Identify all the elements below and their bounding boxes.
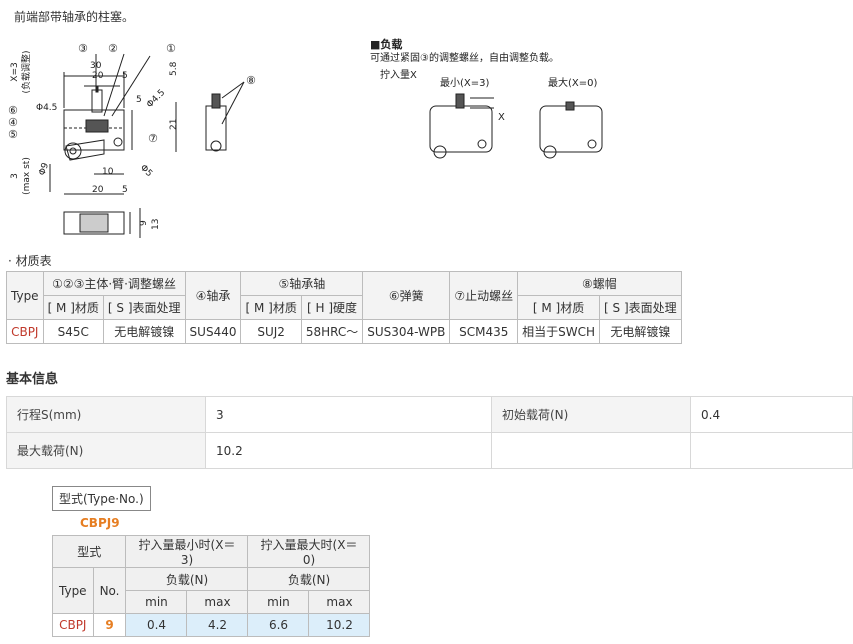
plunger-front-view — [49, 53, 245, 238]
spec-table: 型式 拧入量最小时(X＝3) 拧入量最大时(X＝0) Type No. 负载(N… — [51, 535, 371, 637]
table-row: 行程S(mm) 3 初始载荷(N) 0.4 — [6, 396, 853, 433]
min-screw-header: 拧入量最小时(X＝3) — [125, 535, 249, 568]
shaft-m-material-header: [ M ]材质 — [240, 295, 302, 320]
load-min-2: 6.6 — [247, 613, 310, 637]
max-header-2: max — [308, 590, 371, 614]
stop-screw-value: SCM435 — [449, 319, 519, 344]
side-label-bottom: 3 — [10, 173, 20, 179]
type-header: Type — [6, 271, 44, 320]
dim-20-bottom: 20 — [92, 185, 104, 195]
max-screw-header: 拧入量最大时(X＝0) — [247, 535, 371, 568]
body-surface: 无电解镀镍 — [102, 319, 186, 344]
min-label: 最小(X=3) — [440, 77, 489, 89]
cap-header: ⑧螺帽 — [517, 271, 682, 296]
callout-4: ④ — [8, 116, 18, 129]
dim-21: 21 — [169, 119, 179, 130]
load-description: 可通过紧固③的调整螺丝，自由调整负载。 — [370, 51, 559, 64]
empty-cell — [690, 432, 853, 469]
dim-20: 20 — [92, 71, 104, 81]
load-max-2: 10.2 — [308, 613, 371, 637]
basic-info-table: 行程S(mm) 3 初始载荷(N) 0.4 最大载荷(N) 10.2 — [6, 396, 853, 469]
load-diagram — [429, 93, 603, 159]
min-header-2: min — [247, 590, 310, 614]
spring-header: ⑥弹簧 — [362, 271, 451, 320]
type-header: Type — [52, 567, 94, 614]
model-header: 型式 — [51, 535, 127, 568]
dim-10: 10 — [102, 167, 114, 177]
load-max-1: 4.2 — [186, 613, 249, 637]
callout-3: ③ — [78, 42, 88, 55]
callout-5: ⑤ — [8, 128, 18, 141]
bearing-value: SUS440 — [184, 319, 242, 344]
body-header: ①②③主体·臂·调整螺丝 — [42, 271, 186, 296]
side-label-bottom-sub: (max st) — [22, 157, 32, 195]
no-header: No. — [92, 567, 127, 614]
spring-value: SUS304-WPB — [362, 319, 451, 344]
shaft-material: SUJ2 — [240, 319, 302, 344]
table-row: CBPJ 9 0.4 4.2 6.6 10.2 — [52, 613, 371, 637]
table-row: 最大载荷(N) 10.2 — [6, 432, 853, 469]
callout-1: ① — [166, 42, 176, 55]
type-no-label: 型式(Type·No.) — [52, 486, 151, 511]
material-title: · 材质表 — [8, 254, 52, 268]
side-label-top: X=3 — [10, 62, 20, 81]
dim-phi4-5-left: Φ4.5 — [36, 103, 57, 113]
dim-5-top: 5 — [122, 71, 128, 81]
table-row: CBPJ S45C 无电解镀镍 SUS440 SUJ2 58HRC～ SUS30… — [6, 319, 682, 344]
load-min-1: 0.4 — [125, 613, 188, 637]
basic-info-title: 基本信息 — [6, 372, 59, 387]
x-mark: X — [498, 112, 505, 123]
body-material: S45C — [42, 319, 104, 344]
cap-s-surface-header: [ S ]表面处理 — [599, 295, 682, 320]
callout-8: ⑧ — [246, 74, 256, 87]
stroke-label: 行程S(mm) — [6, 396, 206, 433]
max-load-value: 10.2 — [205, 432, 492, 469]
shaft-header: ⑤轴承轴 — [240, 271, 364, 296]
bearing-header: ④轴承 — [184, 271, 242, 320]
max-label: 最大(X=0) — [548, 76, 597, 89]
technical-drawing: X=3 (负载调整) 3 (max st) — [8, 37, 603, 238]
model-code: CBPJ9 — [80, 516, 120, 530]
type-cell: CBPJ — [52, 613, 94, 637]
min-header-1: min — [125, 590, 188, 614]
screw-in-label: 拧入量X — [380, 68, 417, 81]
material-table: Type ①②③主体·臂·调整螺丝 ④轴承 ⑤轴承轴 ⑥弹簧 ⑦止动螺丝 ⑧螺帽… — [6, 271, 682, 344]
side-label-top-sub: (负载调整) — [20, 50, 32, 93]
callout-2: ② — [108, 42, 118, 55]
cap-material: 相当于SWCH — [517, 319, 601, 344]
body-m-material-header: [ M ]材质 — [42, 295, 104, 320]
dim-5-bottom: 5 — [122, 185, 128, 195]
shaft-hardness: 58HRC～ — [300, 319, 364, 344]
max-load-label: 最大载荷(N) — [6, 432, 206, 469]
empty-cell — [491, 432, 691, 469]
load-header-max: 负载(N) — [247, 567, 371, 591]
dim-13: 13 — [151, 219, 161, 230]
shaft-h-hardness-header: [ H ]硬度 — [300, 295, 364, 320]
max-header-1: max — [186, 590, 249, 614]
dim-5-right: 5 — [136, 95, 142, 105]
dim-9: 9 — [139, 220, 149, 226]
dim-phi9: Φ9 — [37, 161, 51, 177]
initial-load-label: 初始载荷(N) — [491, 396, 691, 433]
no-cell: 9 — [92, 613, 127, 637]
dim-phi5: Φ5 — [138, 163, 154, 179]
type-cell: CBPJ — [6, 319, 44, 344]
load-header-min: 负载(N) — [125, 567, 249, 591]
cap-surface: 无电解镀镍 — [599, 319, 682, 344]
load-title: ■负载 — [370, 37, 402, 51]
callout-7: ⑦ — [148, 132, 158, 145]
body-s-surface-header: [ S ]表面处理 — [102, 295, 186, 320]
dim-5-8: 5.8 — [169, 61, 179, 76]
initial-load-value: 0.4 — [690, 396, 853, 433]
dim-30: 30 — [90, 61, 102, 71]
callout-6: ⑥ — [8, 104, 18, 117]
intro-text: 前端部带轴承的柱塞。 — [14, 10, 135, 24]
cap-m-material-header: [ M ]材质 — [517, 295, 601, 320]
dim-phi4-5-right: Φ4.5 — [145, 88, 167, 110]
stop-screw-header: ⑦止动螺丝 — [449, 271, 519, 320]
stroke-value: 3 — [205, 396, 492, 433]
